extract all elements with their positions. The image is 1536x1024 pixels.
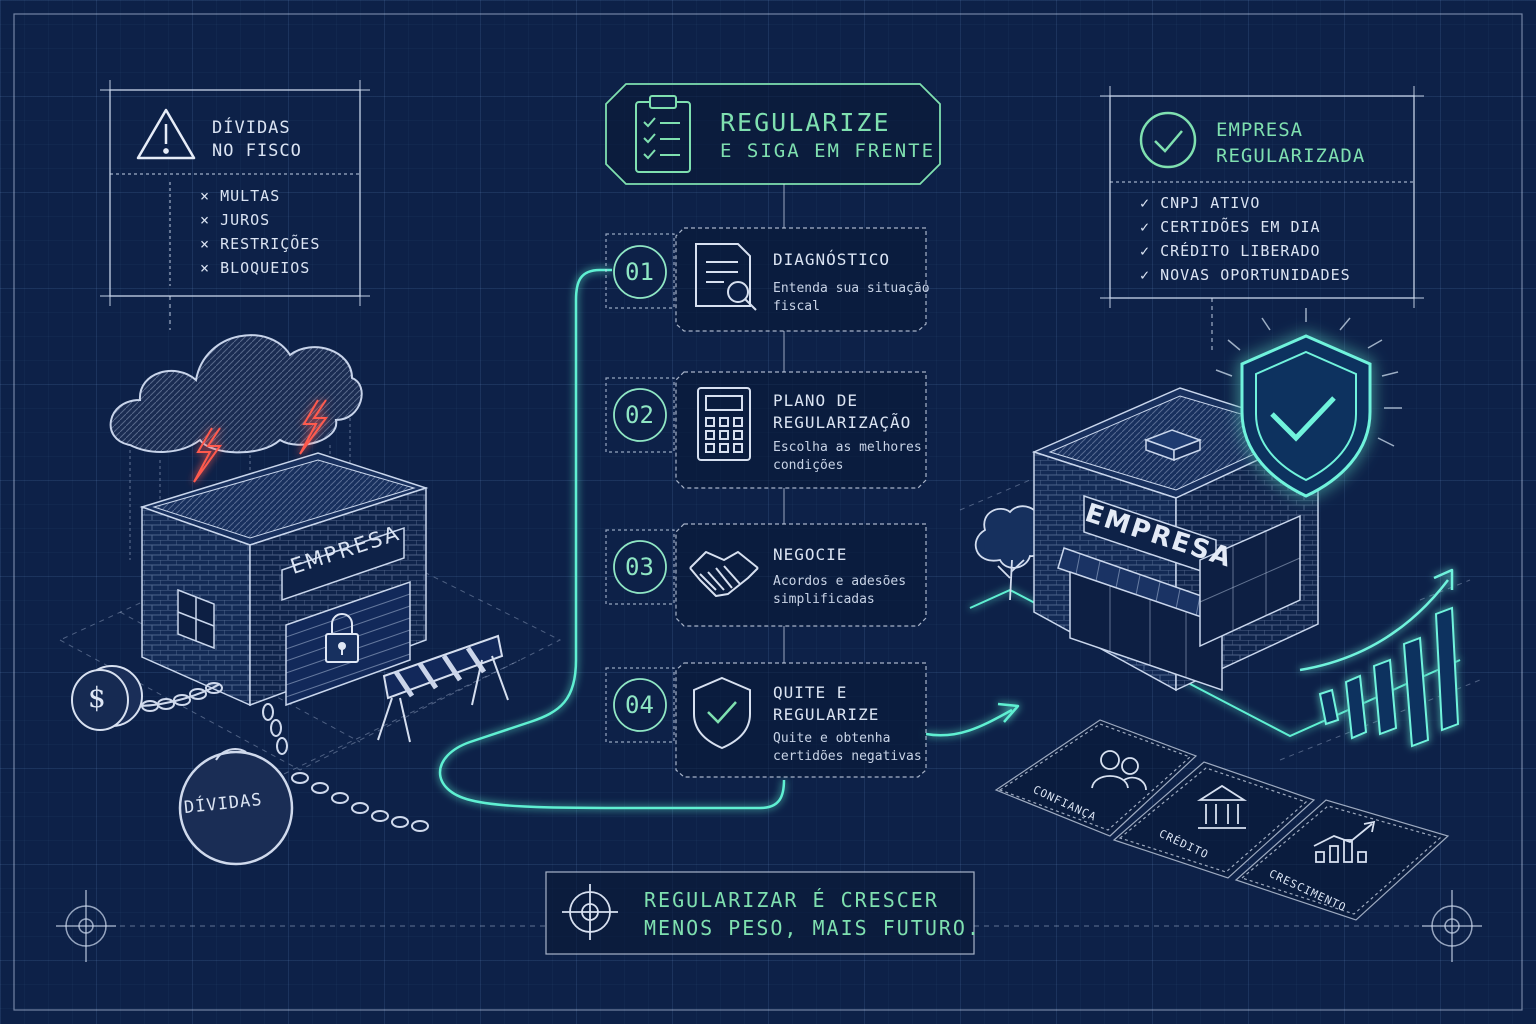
result-list-item: ✓ NOVAS OPORTUNIDADES (1140, 266, 1351, 284)
debts-panel-frame (100, 80, 370, 330)
shield-check-icon (693, 676, 751, 750)
step-4-number: 04 (625, 691, 654, 719)
storm-cloud-icon (109, 334, 363, 454)
check-mark-icon: ✓ (1140, 266, 1151, 284)
check-mark-icon: ✓ (1140, 194, 1151, 212)
footer-line-1: REGULARIZAR É CRESCER (644, 888, 939, 912)
bank-icon (1196, 784, 1248, 829)
padlock-icon (325, 613, 359, 663)
arrow-up-icon (1299, 568, 1454, 672)
tree-icon (974, 505, 1049, 601)
trend-chart-icon (1313, 820, 1376, 863)
warning-triangle-icon (136, 108, 196, 160)
step-2-number: 02 (625, 401, 654, 429)
step-3-description: Acordos e adesões simplificadas (773, 574, 907, 607)
step-1-description: Entenda sua situação fiscal (773, 281, 930, 314)
calculator-icon (697, 387, 751, 461)
people-icon (1091, 750, 1147, 791)
step-number-circles (613, 245, 667, 732)
large-shield-icon (1240, 334, 1372, 498)
footer-frame (545, 871, 975, 955)
result-list: ✓ CNPJ ATIVO ✓ CERTIDÕES EM DIA ✓ CRÉDIT… (1140, 191, 1351, 287)
result-panel-title: EMPRESA REGULARIZADA (1216, 119, 1366, 167)
step-number-boxes (605, 233, 675, 743)
step-2-title: PLANO DE REGULARIZAÇÃO (773, 391, 912, 432)
corner-crosshair-left (56, 890, 116, 962)
crosshair-icon (562, 884, 618, 940)
debts-panel-title: DÍVIDAS NO FISCO (212, 118, 302, 161)
debts-list-item: × JUROS (200, 211, 271, 229)
check-mark-icon: ✓ (1140, 218, 1151, 236)
clipboard-checklist-icon (635, 95, 691, 173)
result-list-item: ✓ CNPJ ATIVO (1140, 194, 1261, 212)
step-1-title: DIAGNÓSTICO (773, 250, 890, 269)
x-mark-icon: × (200, 259, 211, 277)
check-mark-icon: ✓ (1140, 242, 1151, 260)
check-circle-icon (1139, 111, 1197, 169)
header-title: REGULARIZE (720, 108, 891, 137)
step-2-description: Escolha as melhores condições (773, 440, 922, 473)
ball-and-chain-icon (139, 682, 429, 866)
footer-line-2: MENOS PESO, MAIS FUTURO. (644, 916, 981, 940)
corner-crosshair-right (1422, 890, 1482, 962)
outer-frame (13, 13, 1523, 1011)
handshake-icon (689, 551, 759, 597)
coin-dollar-icon (71, 665, 143, 731)
step-4-title: QUITE E REGULARIZE (773, 683, 880, 724)
coin-symbol: $ (88, 681, 106, 714)
x-mark-icon: × (200, 211, 211, 229)
x-mark-icon: × (200, 187, 211, 205)
right-ground-grid (959, 479, 1481, 761)
awning-stripes (1075, 531, 1301, 678)
result-list-item: ✓ CERTIDÕES EM DIA (1140, 218, 1321, 236)
benefit-tiles (994, 719, 1450, 921)
debts-list-item: × MULTAS (200, 187, 281, 205)
debts-list-item: × RESTRIÇÕES (200, 235, 321, 253)
right-building (1031, 387, 1321, 692)
step-1-number: 01 (625, 258, 654, 286)
shield-rays (1215, 308, 1402, 447)
result-list-item: ✓ CRÉDITO LIBERADO (1140, 242, 1321, 260)
step-3-number: 03 (625, 553, 654, 581)
barrier-icon (377, 634, 509, 743)
x-mark-icon: × (200, 235, 211, 253)
growth-bar-chart-icon (1318, 606, 1460, 748)
journey-path (438, 268, 1020, 810)
lightning-icon (193, 399, 328, 483)
document-search-icon (695, 243, 757, 311)
left-building (139, 452, 429, 707)
debts-list: × MULTAS × JUROS × RESTRIÇÕES × BLOQUEIO… (200, 184, 320, 280)
step-4-description: Quite e obtenha certidões negativas (773, 731, 922, 764)
header-subtitle: E SIGA EM FRENTE (720, 140, 936, 162)
result-panel-frame (1100, 86, 1424, 350)
debts-list-item: × BLOQUEIOS (200, 259, 311, 277)
step-3-title: NEGOCIE (773, 545, 848, 564)
